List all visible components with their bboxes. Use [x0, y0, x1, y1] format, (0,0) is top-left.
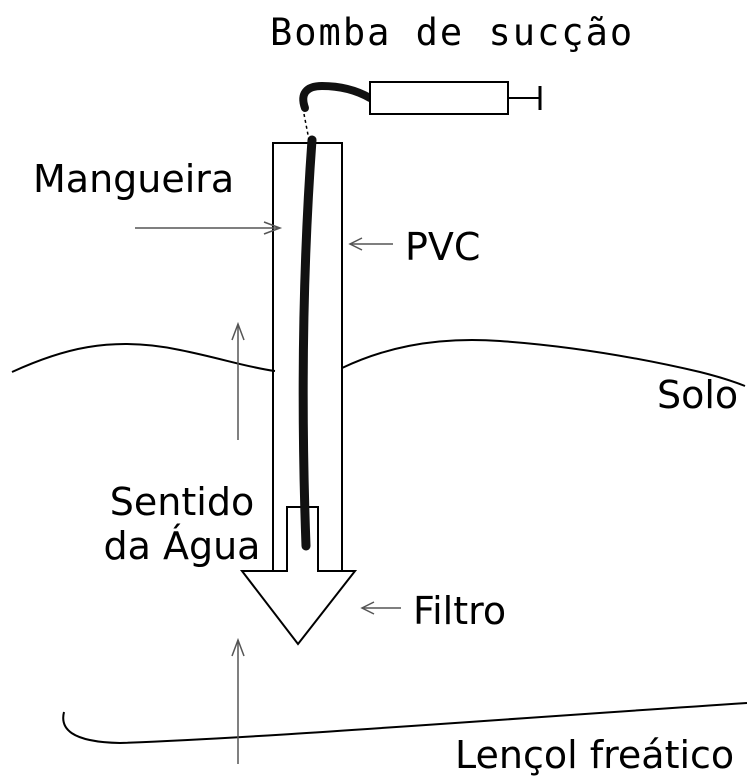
pvc-pointer-arrowhead — [348, 237, 363, 251]
soil-surface-line-right — [341, 338, 746, 387]
filter-label: Filtro — [413, 589, 507, 633]
pvc-label: PVC — [405, 225, 481, 269]
hose-connector-dashes — [303, 113, 310, 141]
water-flow-arrowhead-lower — [231, 637, 245, 657]
water-flow-arrowhead-upper — [231, 321, 245, 341]
water-flow-label: Sentido da Água — [98, 480, 266, 568]
hose-line — [298, 135, 317, 551]
water-table-label: Lençol freático — [455, 733, 735, 777]
hose-label: Mangueira — [33, 157, 235, 201]
water-flow-label-line1: Sentido — [109, 480, 255, 524]
filter-shape — [239, 506, 358, 646]
soil-label: Solo — [657, 373, 739, 417]
hose-pointer-arrowhead — [263, 221, 283, 235]
soil-surface-line — [11, 342, 276, 373]
pump-label: Bomba de sucção — [270, 11, 635, 54]
hose-to-pump-line — [299, 81, 374, 112]
filter-pointer-arrowhead — [360, 601, 375, 615]
water-flow-label-line2: da Água — [103, 524, 261, 568]
pump-body — [369, 81, 509, 115]
water-table-line — [62, 702, 747, 745]
